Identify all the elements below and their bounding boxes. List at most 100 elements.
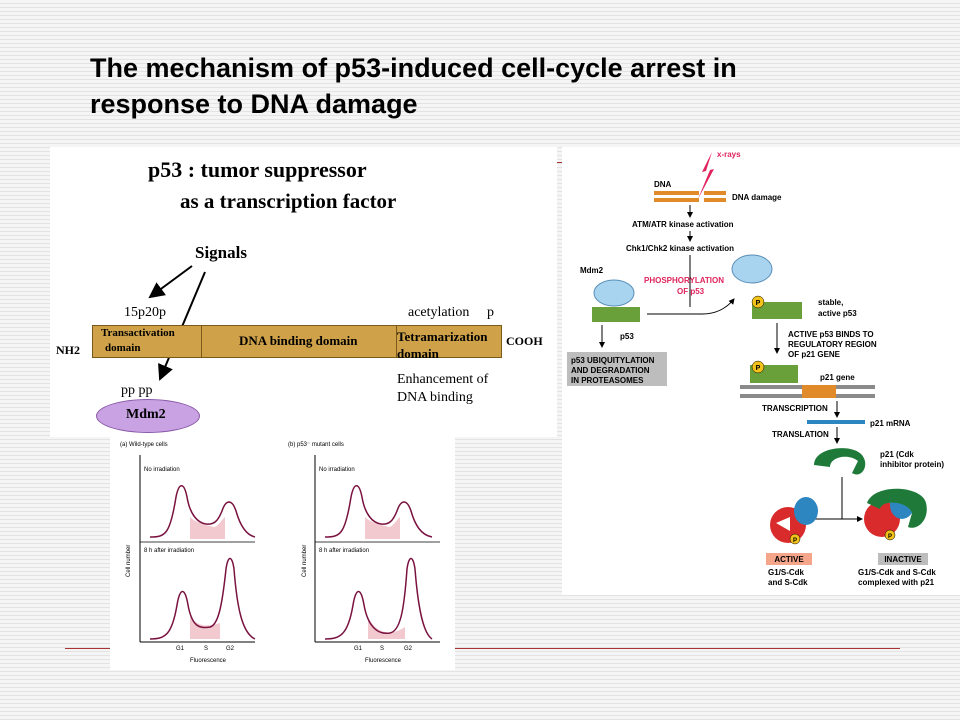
mdm2-oval-label: Mdm2: [126, 407, 166, 422]
acetylation-label: acetylation: [408, 305, 470, 320]
p53-left-label: p53: [620, 332, 634, 341]
stable-label-1: stable,: [818, 298, 843, 307]
panel-b-top-s-fill: [365, 517, 400, 539]
dna-label: DNA: [654, 180, 672, 189]
panel-a-y-label: Cell number: [126, 545, 132, 577]
panel-b-tick-s: S: [380, 646, 384, 652]
panel-b-bottom-label: 8 h after irradiation: [319, 548, 369, 554]
active-binds-label-1: ACTIVE p53 BINDS TO: [788, 330, 874, 339]
inactive-badge-label: INACTIVE: [884, 555, 922, 564]
cooh-label: COOH: [506, 334, 543, 348]
pp-label: pp pp: [121, 383, 153, 398]
phosphorylation-label-1: PHOSPHORYLATION: [644, 276, 724, 285]
cyclin-active-icon: [794, 497, 818, 525]
domain-heading-2: as a transcription factor: [180, 189, 397, 213]
p21-bound-icon: [867, 488, 927, 528]
p21-protein-icon: [814, 448, 866, 475]
p53-protein-active: [752, 302, 802, 319]
phosphate-badge-4: [884, 529, 896, 541]
phosphate-badge-4-label: P: [888, 534, 892, 540]
active-badge: [766, 553, 812, 565]
panel-a-bottom-label: 8 h after irradiation: [144, 548, 194, 554]
pathway-panel: x-rays DNA DNA damage ATM/ATR kinase act…: [562, 147, 960, 595]
arrow-signals-to-ser15: [148, 265, 193, 299]
nh2-label: NH2: [56, 343, 80, 357]
flow-cytometry-panel: (a) Wild-type cells No irradiation 8 h a…: [110, 437, 455, 670]
dna-strand-right-top: [704, 191, 726, 195]
phosphate-badge-3-label: P: [793, 538, 797, 544]
phosphorylation-label-2: OF p53: [677, 287, 705, 296]
panel-b-title: (b) p53⁻ mutant cells: [288, 442, 344, 448]
active-desc-1: G1/S-Cdk: [768, 568, 805, 577]
ubiquitylation-label-3: IN PROTEASOMES: [571, 376, 644, 385]
mdm2-protein-left: [593, 279, 635, 307]
red-rule-bottom: [65, 648, 900, 649]
inactive-badge: [878, 553, 928, 565]
p21-protein-label-2: inhibitor protein): [880, 460, 944, 469]
enhancement-label-2: DNA binding: [397, 390, 473, 405]
mdm2-protein-released: [731, 254, 773, 284]
active-binds-label-2: REGULATORY REGION: [788, 340, 877, 349]
cdk-active-notch: [776, 517, 790, 531]
slide-title: The mechanism of p53-induced cell-cycle …: [90, 50, 910, 122]
ubiquitylation-label-1: p53 UBIQUITYLATION: [571, 356, 655, 365]
p53-protein-left: [592, 307, 640, 322]
dna-strand-right-bottom: [704, 198, 726, 202]
panel-a-tick-g1: G1: [176, 646, 185, 652]
panel-b-top-histogram: [324, 485, 433, 538]
panel-b-bottom-histogram: [324, 557, 433, 640]
slide-title-line-1: The mechanism of p53-induced cell-cycle …: [90, 53, 737, 83]
tetramerization-domain-label-1: Tetramarization: [397, 329, 488, 344]
flow-cytometry-figure: (a) Wild-type cells No irradiation 8 h a…: [120, 442, 440, 664]
xrays-label: x-rays: [717, 150, 741, 159]
slide-title-line-2: response to DNA damage: [90, 89, 418, 119]
enhancement-label-1: Enhancement of: [397, 372, 489, 387]
transactivation-domain-label-2: domain: [105, 342, 141, 354]
phospho-site-label: 15p20p: [124, 305, 166, 320]
p21-gene-region: [802, 385, 836, 398]
tetramerization-domain-label-2: domain: [397, 346, 439, 361]
panel-a-x-label: Fluorescence: [190, 658, 227, 664]
panel-b-top-label: No irradiation: [319, 467, 355, 473]
p21-gene-label: p21 gene: [820, 373, 855, 382]
transactivation-domain-label-1: Transactivation: [101, 327, 175, 339]
panel-b-bottom-s-fill: [368, 617, 405, 639]
p21-protein-label-1: p21 (Cdk: [880, 450, 914, 459]
arrow-to-stable-p53: [647, 298, 735, 315]
dna-damage-label: DNA damage: [732, 193, 782, 202]
dna-binding-domain-label: DNA binding domain: [239, 333, 358, 348]
phosphate-badge-1: [751, 295, 765, 309]
tetramerization-domain: [396, 326, 502, 357]
inactive-desc-2: complexed with p21: [858, 578, 935, 587]
pathway-figure: x-rays DNA DNA damage ATM/ATR kinase act…: [567, 150, 944, 587]
mdm2-label: Mdm2: [580, 266, 604, 275]
domain-heading-1: p53 : tumor suppressor: [148, 157, 367, 182]
transcription-label: TRANSCRIPTION: [762, 404, 828, 413]
panel-b-y-label: Cell number: [302, 545, 308, 577]
panel-b-x-label: Fluorescence: [365, 658, 402, 664]
signals-label: Signals: [195, 243, 247, 262]
panel-a-top-s-fill: [190, 517, 225, 539]
dna-strand-left-top: [654, 191, 699, 195]
active-badge-label: ACTIVE: [774, 555, 804, 564]
panel-b-tick-g2: G2: [404, 646, 413, 652]
panel-b-tick-g1: G1: [354, 646, 363, 652]
chk-label: Chk1/Chk2 kinase activation: [626, 244, 734, 253]
phosphate-badge-3: [789, 533, 801, 545]
atm-label: ATM/ATR kinase activation: [632, 220, 734, 229]
p21-mrna-bar: [807, 420, 865, 424]
panel-a-bottom-histogram: [149, 557, 256, 640]
panel-a-tick-s: S: [204, 646, 208, 652]
dna-strand-left-bottom: [654, 198, 699, 202]
p53-domain-bar: Transactivation domain DNA binding domai…: [92, 325, 502, 358]
inactive-desc-1: G1/S-Cdk and S-Cdk: [858, 568, 936, 577]
ubiquitylation-box: [567, 352, 667, 386]
translation-label: TRANSLATION: [772, 430, 829, 439]
phosphate-badge-2-label: P: [756, 365, 761, 372]
p21-mrna-label: p21 mRNA: [870, 419, 911, 428]
phosphate-badge-2: [751, 360, 765, 374]
panel-a-top-label: No irradiation: [144, 467, 180, 473]
phosphate-badge-1-label: P: [756, 300, 761, 307]
transactivation-domain: Transactivation domain: [93, 326, 202, 357]
acetylation-p-label: p: [487, 305, 494, 320]
